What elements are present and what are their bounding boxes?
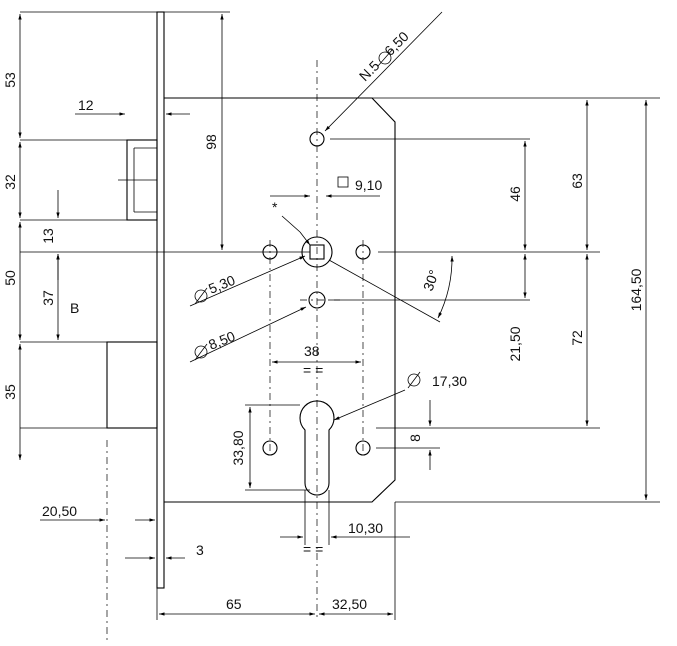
label-17-30: 17,30 bbox=[432, 373, 467, 389]
label-square: 9,10 bbox=[355, 177, 382, 193]
dim-50: 50 bbox=[2, 270, 18, 286]
faceplate bbox=[156, 11, 165, 589]
cylinder-dimensions: 38 = = 33,80 17,30 8 10,30 = = bbox=[230, 343, 467, 557]
hole-mid bbox=[308, 291, 326, 309]
label-hole-530: 5,30 bbox=[206, 272, 237, 297]
dim-20-50: 20,50 bbox=[42, 503, 77, 519]
hole-right bbox=[355, 244, 371, 260]
hole-lower-left bbox=[262, 440, 278, 456]
dim-10-30: 10,30 bbox=[348, 520, 383, 536]
dim-33-80: 33,80 bbox=[230, 430, 246, 465]
dim-63: 63 bbox=[569, 173, 585, 189]
dim-8: 8 bbox=[407, 434, 423, 442]
dim-32: 32 bbox=[2, 174, 18, 190]
dim-35: 35 bbox=[2, 384, 18, 400]
lock-body bbox=[106, 11, 396, 589]
left-dimension-labels: 53 32 13 50 37 B 35 12 98 20,50 3 bbox=[2, 72, 219, 558]
dim-72: 72 bbox=[569, 330, 585, 346]
left-dimensions bbox=[18, 14, 224, 560]
dim-164-50: 164,50 bbox=[628, 268, 644, 311]
dead-bolt bbox=[106, 341, 158, 429]
dim-98: 98 bbox=[203, 134, 219, 150]
dim-37: 37 bbox=[40, 290, 56, 306]
dim-46: 46 bbox=[507, 186, 523, 202]
dim-32-50: 32,50 bbox=[332, 596, 367, 612]
label-b: B bbox=[70, 300, 79, 316]
right-dimensions: 46 21,50 63 72 164,50 bbox=[507, 100, 648, 500]
square-symbol bbox=[337, 176, 349, 188]
eq-38: = = bbox=[303, 362, 323, 378]
dim-21-50: 21,50 bbox=[507, 326, 523, 361]
hole-lower-right bbox=[355, 440, 371, 456]
dim-53: 53 bbox=[2, 72, 18, 88]
spindle-annotations: N.56,50 9,10 * 5,30 8,50 30° bbox=[189, 11, 454, 363]
bottom-dimensions: 65 32,50 bbox=[159, 596, 393, 616]
screw-hole-top bbox=[309, 131, 325, 147]
dim-38: 38 bbox=[304, 343, 320, 359]
holes bbox=[262, 131, 371, 496]
cylinder-cutout bbox=[299, 400, 335, 496]
label-screws: N.56,50 bbox=[356, 28, 412, 84]
eq-10-30: = = bbox=[303, 541, 323, 557]
center-lines bbox=[106, 60, 364, 640]
dim-13: 13 bbox=[40, 228, 56, 244]
label-hole-850: 8,50 bbox=[206, 328, 237, 353]
extension-lines bbox=[20, 11, 660, 620]
lock-case-outline bbox=[164, 97, 396, 503]
label-angle: 30° bbox=[420, 268, 442, 293]
dim-12: 12 bbox=[78, 97, 94, 113]
dim-3: 3 bbox=[196, 542, 204, 558]
dim-65: 65 bbox=[226, 596, 242, 612]
label-star: * bbox=[272, 199, 278, 215]
